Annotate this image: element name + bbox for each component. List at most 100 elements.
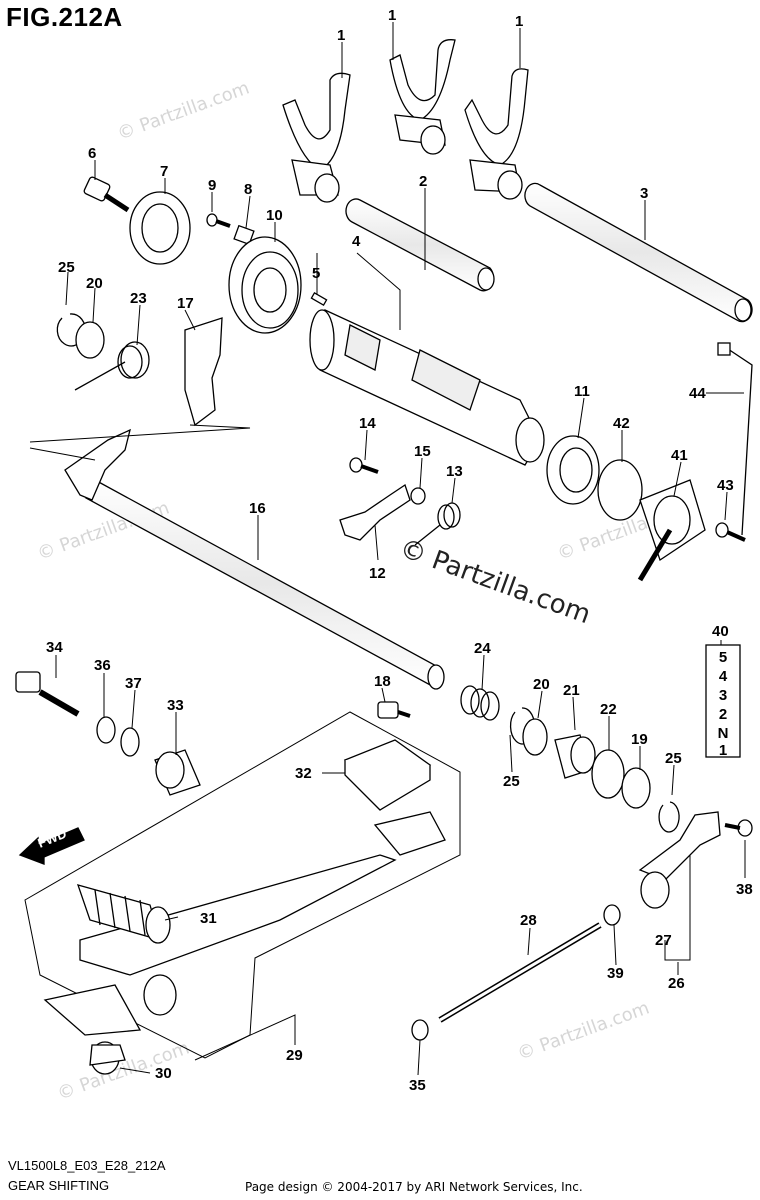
circlip-25c xyxy=(658,801,680,833)
spring-24 xyxy=(460,685,500,721)
washer-15 xyxy=(410,487,426,505)
shift-cam-drum-4 xyxy=(309,309,545,466)
callout-34: 34 xyxy=(46,639,63,656)
washer-20b xyxy=(522,718,548,756)
callout-4: 4 xyxy=(352,233,361,250)
gear-indicator-box xyxy=(705,644,741,758)
callout-13: 13 xyxy=(446,463,463,480)
callout-20: 20 xyxy=(86,275,103,292)
pedal-rubber-32 xyxy=(343,739,432,811)
callout-5: 5 xyxy=(312,265,320,282)
bearing-10 xyxy=(228,236,302,334)
collar-33 xyxy=(154,749,201,796)
callout-17: 17 xyxy=(177,295,194,312)
gear-indicator-item: 1 xyxy=(719,742,727,759)
callout-3: 3 xyxy=(640,185,648,202)
callout-38: 38 xyxy=(736,881,753,898)
callout-36: 36 xyxy=(94,657,111,674)
callout-19: 19 xyxy=(631,731,648,748)
callout-21: 21 xyxy=(563,682,580,699)
gearshift-pedal-29 xyxy=(43,811,446,1036)
gear-indicator-item: 3 xyxy=(719,687,727,704)
callout-42: 42 xyxy=(613,415,630,432)
o-ring-42 xyxy=(597,459,643,521)
callout-22: 22 xyxy=(600,701,617,718)
callout-10: 10 xyxy=(266,207,283,224)
washer-36 xyxy=(96,716,116,744)
callout-25: 25 xyxy=(58,259,75,276)
callout-25: 25 xyxy=(665,750,682,767)
callout-25: 25 xyxy=(503,773,520,790)
callout-14: 14 xyxy=(359,415,376,432)
callout-1: 1 xyxy=(388,7,396,24)
o-ring-37 xyxy=(120,727,140,757)
callout-9: 9 xyxy=(208,177,216,194)
callout-7: 7 xyxy=(160,163,168,180)
cam-plate-7 xyxy=(129,191,191,265)
callout-28: 28 xyxy=(520,912,537,929)
forward-direction-arrow xyxy=(18,827,85,865)
wire-44 xyxy=(717,342,753,536)
gear-indicator-item: N xyxy=(718,725,729,742)
callout-labels: 1 1 1 2 3 4 5 6 7 9 8 10 25 20 23 17 11 … xyxy=(46,7,753,1094)
washer-19 xyxy=(621,767,651,809)
shift-fork-1a xyxy=(282,72,351,203)
callout-32: 32 xyxy=(295,765,312,782)
callout-20: 20 xyxy=(533,676,550,693)
callout-15: 15 xyxy=(414,443,431,460)
copyright-notice: Page design © 2004-2017 by ARI Network S… xyxy=(245,1180,583,1194)
callout-35: 35 xyxy=(409,1077,426,1094)
callout-23: 23 xyxy=(130,290,147,307)
callout-30: 30 xyxy=(155,1065,172,1082)
callout-33: 33 xyxy=(167,697,184,714)
fork-shaft-2 xyxy=(345,198,495,292)
callout-8: 8 xyxy=(244,181,252,198)
bolt-43 xyxy=(715,522,746,542)
callout-26: 26 xyxy=(668,975,685,992)
bolt-38 xyxy=(724,819,753,837)
callout-39: 39 xyxy=(607,965,624,982)
callout-43: 43 xyxy=(717,477,734,494)
gearshift-rod-28 xyxy=(438,922,602,1023)
callout-18: 18 xyxy=(374,673,391,690)
callout-44: 44 xyxy=(689,385,706,402)
watermark-text: © Partzilla.com xyxy=(515,997,653,1064)
callout-16: 16 xyxy=(249,500,266,517)
callout-11: 11 xyxy=(574,383,590,400)
figure-caption: GEAR SHIFTING xyxy=(8,1178,110,1193)
callout-6: 6 xyxy=(88,145,96,162)
watermark-text: © Partzilla.com xyxy=(115,77,253,144)
callout-12: 12 xyxy=(369,565,386,582)
gearshift-arm-12 xyxy=(339,483,411,541)
shift-fork-1c xyxy=(464,68,529,200)
gear-indicator-item: 2 xyxy=(719,706,727,723)
pin-5 xyxy=(310,292,328,306)
callout-24: 24 xyxy=(474,640,491,657)
oil-seal-22 xyxy=(591,749,625,799)
gear-indicator-list: 5 4 3 2 N 1 xyxy=(718,649,729,759)
joint-30 xyxy=(89,1041,126,1075)
leader-lines xyxy=(55,22,746,1076)
gearshift-shaft-16 xyxy=(64,428,445,690)
callout-40: 40 xyxy=(712,623,729,640)
fork-shaft-3 xyxy=(524,182,753,323)
gear-indicator-item: 4 xyxy=(719,668,728,685)
callout-31: 31 xyxy=(200,910,217,927)
callout-41: 41 xyxy=(671,447,688,464)
figure-title: FIG.212A xyxy=(6,2,123,32)
cam-stopper-plate-17 xyxy=(184,317,223,427)
bolt-14 xyxy=(349,457,379,474)
figure-code: VL1500L8_E03_E28_212A xyxy=(8,1158,166,1173)
callout-1: 1 xyxy=(515,13,523,30)
gear-indicator-item: 5 xyxy=(719,649,727,666)
callout-37: 37 xyxy=(125,675,142,692)
bearing-11 xyxy=(546,435,600,505)
washer-20a xyxy=(75,321,105,359)
gearshift-link-arm-27 xyxy=(638,811,721,909)
screw-9 xyxy=(206,213,231,228)
bolt-18 xyxy=(377,701,411,719)
bolt-6 xyxy=(83,176,130,213)
bearing-21 xyxy=(554,734,596,779)
nut-35 xyxy=(411,1019,429,1041)
